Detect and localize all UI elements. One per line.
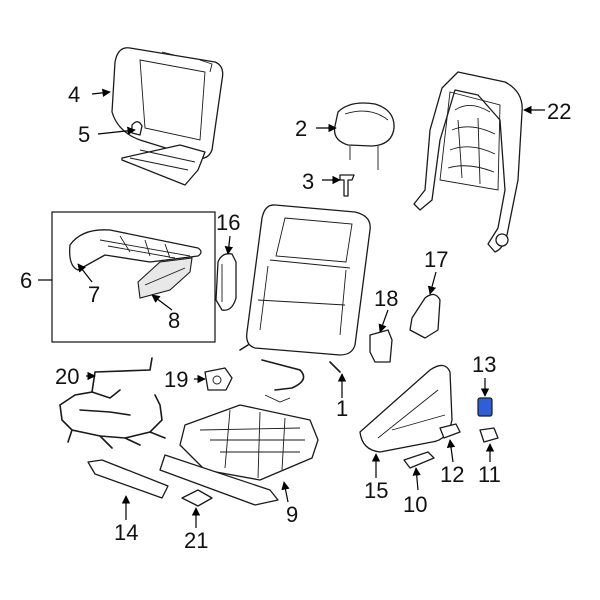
callout-6: 6: [20, 268, 32, 293]
callout-19: 19: [164, 367, 188, 392]
part-wiring-harness[interactable]: [59, 357, 166, 449]
callout-4: 4: [68, 82, 80, 107]
callout-12: 12: [440, 462, 464, 487]
part-headrest[interactable]: [333, 102, 395, 170]
callout-22: 22: [547, 99, 571, 124]
part-knob-11[interactable]: [479, 427, 499, 443]
callout-7: 7: [88, 282, 100, 307]
callout-labels: 4 5 2 3 22 6 7 8 16 17 18 1 20 19 13 11 …: [20, 82, 571, 553]
part-6-group-box: [51, 211, 216, 343]
part-switch-knob-12[interactable]: [439, 423, 461, 439]
part-switch-13-highlighted[interactable]: [477, 397, 493, 417]
part-seatback-cover[interactable]: [239, 204, 371, 403]
callout-21: 21: [184, 528, 208, 553]
part-side-shield-front[interactable]: [409, 293, 441, 339]
part-side-cover[interactable]: [215, 253, 237, 311]
callout-1: 1: [336, 396, 348, 421]
callout-13: 13: [472, 352, 496, 377]
callout-20: 20: [55, 364, 79, 389]
part-side-trim[interactable]: [137, 257, 193, 299]
part-motor-19[interactable]: [204, 367, 233, 391]
callout-17: 17: [424, 247, 448, 272]
callout-10: 10: [403, 492, 427, 517]
part-seatback-panel[interactable]: [111, 47, 224, 186]
callout-2: 2: [295, 116, 307, 141]
part-switch-10[interactable]: [403, 451, 435, 469]
callout-8: 8: [168, 308, 180, 333]
callout-16: 16: [216, 210, 240, 235]
callout-11: 11: [478, 462, 501, 487]
part-headrest-guide[interactable]: [339, 174, 355, 197]
part-side-shield-outer[interactable]: [359, 364, 453, 453]
leader-lines: [38, 88, 545, 528]
callout-3: 3: [302, 169, 314, 194]
callout-5: 5: [78, 122, 90, 147]
callout-15: 15: [364, 478, 388, 503]
part-front-trim[interactable]: [87, 459, 169, 499]
part-seatback-frame[interactable]: [413, 71, 523, 253]
callout-18: 18: [374, 286, 398, 311]
callout-9: 9: [286, 502, 298, 527]
part-clip-21[interactable]: [181, 489, 213, 507]
part-seat-frame[interactable]: [159, 404, 319, 506]
part-bracket-18[interactable]: [369, 329, 393, 363]
callout-14: 14: [114, 520, 138, 545]
part-cushion-support[interactable]: [69, 229, 202, 271]
